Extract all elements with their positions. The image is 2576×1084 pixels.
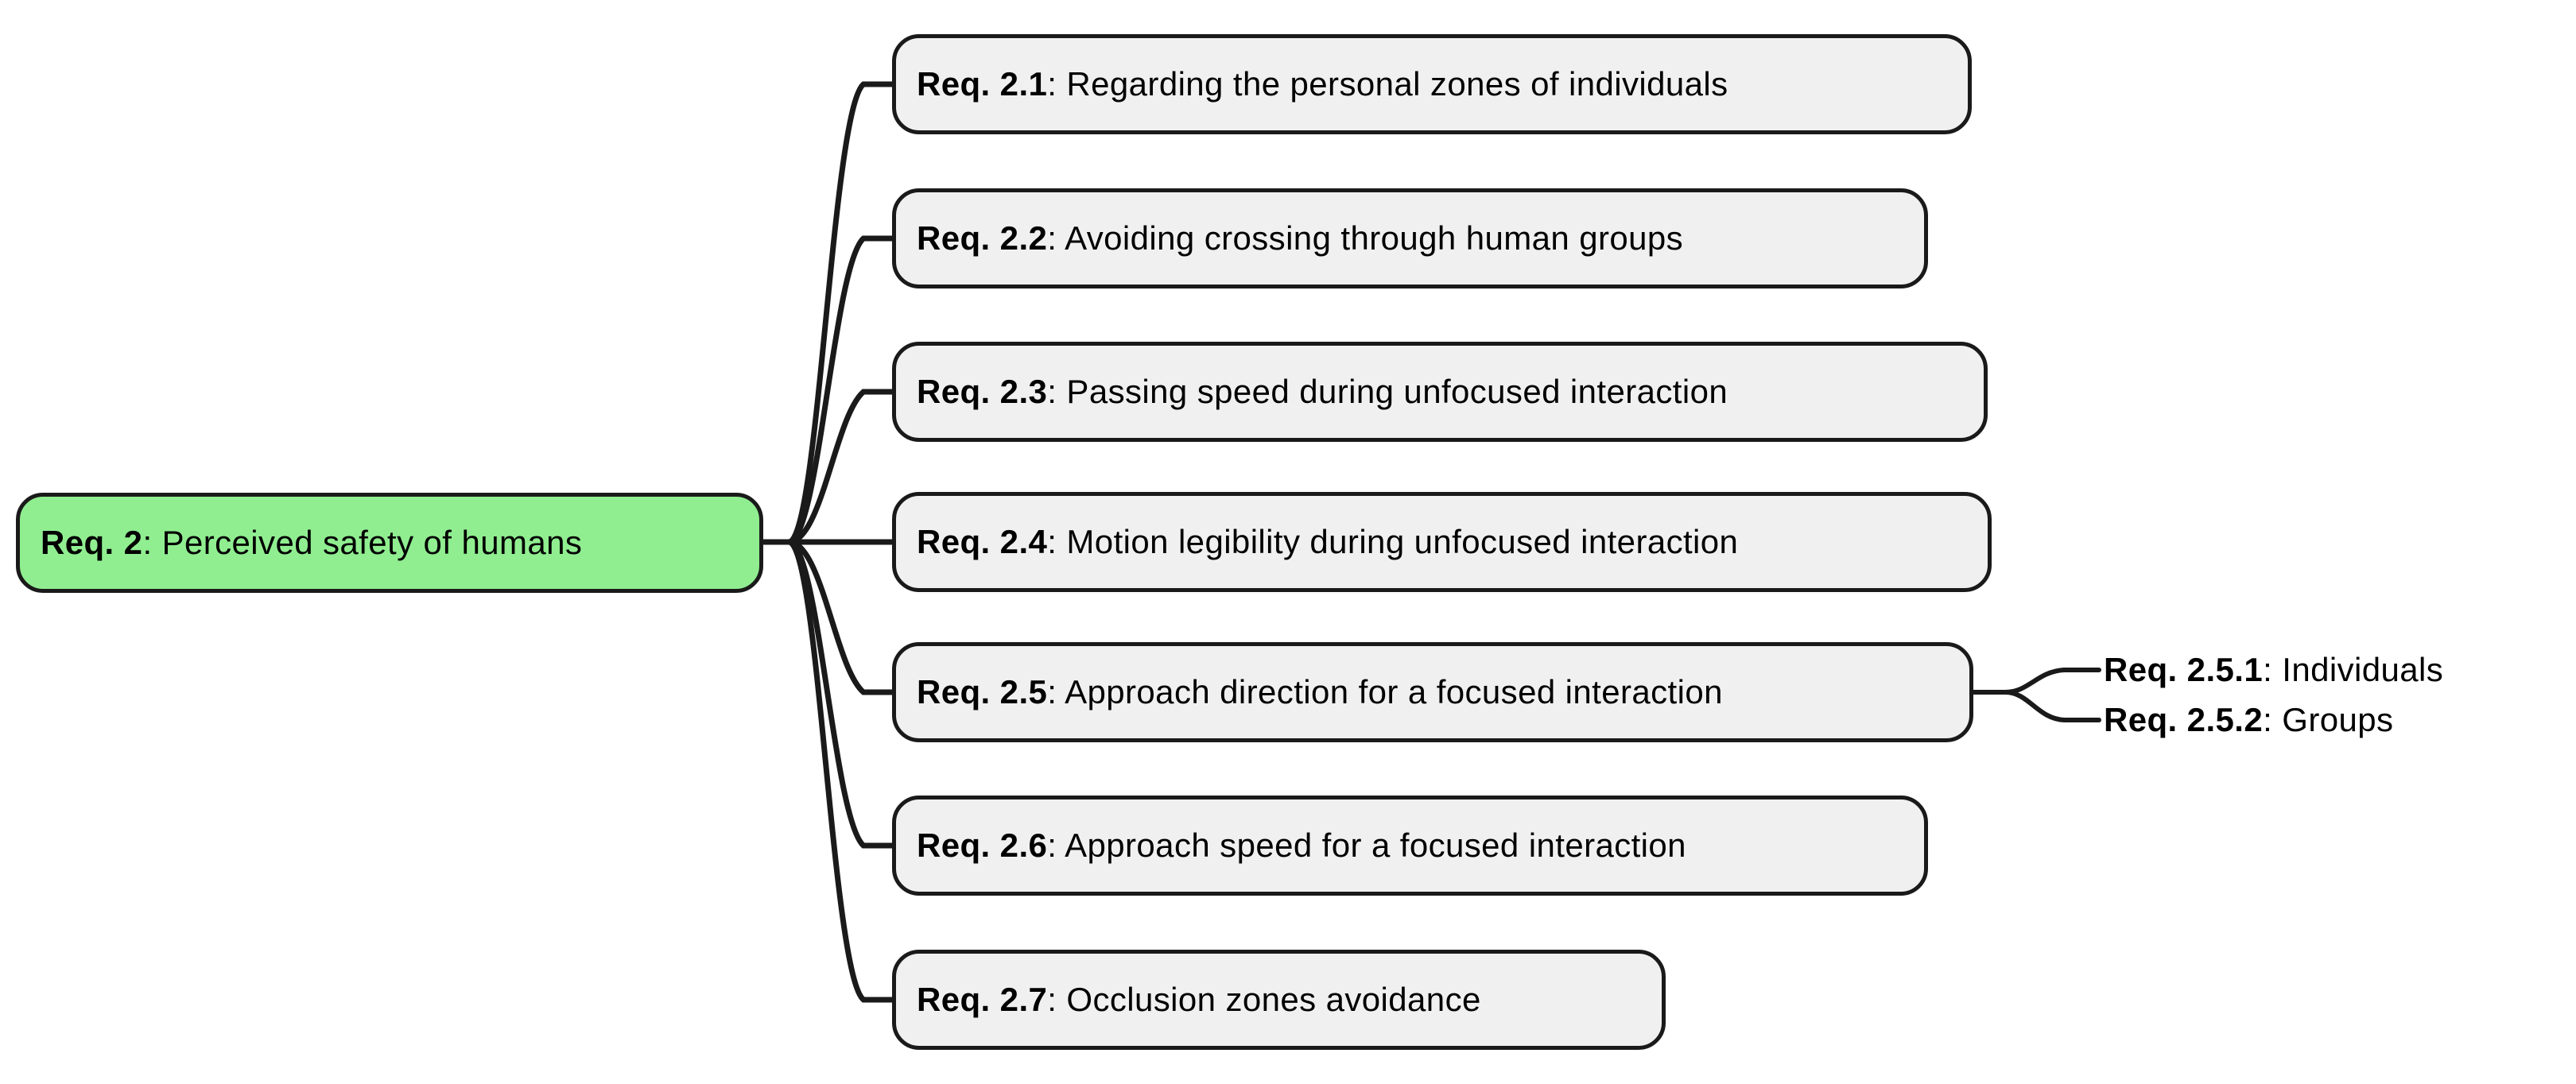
node-req-2-5-2-separator: : [2263, 701, 2283, 738]
node-req-2-7[interactable]: Req. 2.7: Occlusion zones avoidance [892, 950, 1666, 1050]
edge-root-to-req-2-3 [786, 389, 897, 545]
node-req-2-1-separator: : [1047, 65, 1067, 103]
node-req-2-5-1-tag: Req. 2.5.1 [2104, 651, 2264, 688]
node-req-2-text: Req. 2: Perceived safety of humans [20, 526, 603, 559]
node-req-2-5-1-separator: : [2263, 651, 2283, 688]
node-req-2-7-separator: : [1047, 981, 1067, 1018]
node-req-2-5-2-tag: Req. 2.5.2 [2104, 701, 2264, 738]
node-req-2-3-text: Req. 2.3: Passing speed during unfocused… [896, 375, 1748, 408]
node-req-2-6-tag: Req. 2.6 [917, 827, 1048, 864]
node-req-2-4-separator: : [1047, 523, 1067, 560]
node-req-2-7-label: Occlusion zones avoidance [1066, 981, 1481, 1018]
node-req-2-3-separator: : [1047, 373, 1067, 410]
node-req-2-2-text: Req. 2.2: Avoiding crossing through huma… [896, 222, 1704, 255]
node-req-2[interactable]: Req. 2: Perceived safety of humans [16, 493, 763, 593]
edge-root-to-req-2-5 [786, 539, 897, 695]
node-req-2-4-label: Motion legibility during unfocused inter… [1066, 523, 1739, 560]
node-req-2-2-separator: : [1047, 219, 1065, 257]
edge-root-to-req-2-2 [786, 235, 897, 545]
node-req-2-3-tag: Req. 2.3 [917, 373, 1048, 410]
node-req-2-2-tag: Req. 2.2 [917, 219, 1048, 257]
node-req-2-5-separator: : [1047, 673, 1065, 710]
node-req-2-5-text: Req. 2.5: Approach direction for a focus… [896, 676, 1744, 709]
node-req-2-3[interactable]: Req. 2.3: Passing speed during unfocused… [892, 342, 1988, 442]
node-req-2-6[interactable]: Req. 2.6: Approach speed for a focused i… [892, 796, 1928, 896]
node-req-2-6-label: Approach speed for a focused interaction [1065, 827, 1686, 864]
node-req-2-7-text: Req. 2.7: Occlusion zones avoidance [896, 983, 1502, 1016]
node-req-2-5-tag: Req. 2.5 [917, 673, 1048, 710]
node-req-2-1-text: Req. 2.1: Regarding the personal zones o… [896, 68, 1748, 101]
node-req-2-2-label: Avoiding crossing through human groups [1065, 219, 1684, 257]
node-req-2-5-1-label: Individuals [2282, 651, 2444, 688]
node-req-2-1-label: Regarding the personal zones of individu… [1066, 65, 1728, 103]
node-req-2-separator: : [142, 524, 162, 561]
edge-root-to-req-2-6 [786, 539, 897, 849]
node-req-2-5-2-label: Groups [2282, 701, 2394, 738]
node-req-2-label: Perceived safety of humans [161, 524, 583, 561]
node-req-2-1-tag: Req. 2.1 [917, 65, 1048, 103]
node-req-2-5-2[interactable]: Req. 2.5.2: Groups [2104, 703, 2393, 737]
node-req-2-3-label: Passing speed during unfocused interacti… [1066, 373, 1728, 410]
node-req-2-1[interactable]: Req. 2.1: Regarding the personal zones o… [892, 34, 1972, 134]
node-req-2-4-tag: Req. 2.4 [917, 523, 1048, 560]
node-req-2-7-tag: Req. 2.7 [917, 981, 1048, 1018]
node-req-2-5-1[interactable]: Req. 2.5.1: Individuals [2104, 653, 2443, 687]
node-req-2-2[interactable]: Req. 2.2: Avoiding crossing through huma… [892, 188, 1928, 288]
node-req-2-4[interactable]: Req. 2.4: Motion legibility during unfoc… [892, 492, 1992, 592]
node-req-2-5[interactable]: Req. 2.5: Approach direction for a focus… [892, 642, 1973, 742]
node-req-2-6-separator: : [1047, 827, 1065, 864]
edge-req-2-5-to-2-5-2 [2003, 690, 2101, 722]
edge-root-to-req-2-1 [786, 81, 897, 545]
node-req-2-tag: Req. 2 [41, 524, 143, 561]
node-req-2-4-text: Req. 2.4: Motion legibility during unfoc… [896, 525, 1759, 559]
edge-req-2-5-to-2-5-1 [2003, 668, 2101, 695]
node-req-2-5-label: Approach direction for a focused interac… [1065, 673, 1723, 710]
edge-root-to-req-2-7 [786, 539, 897, 1003]
node-req-2-6-text: Req. 2.6: Approach speed for a focused i… [896, 829, 1707, 862]
